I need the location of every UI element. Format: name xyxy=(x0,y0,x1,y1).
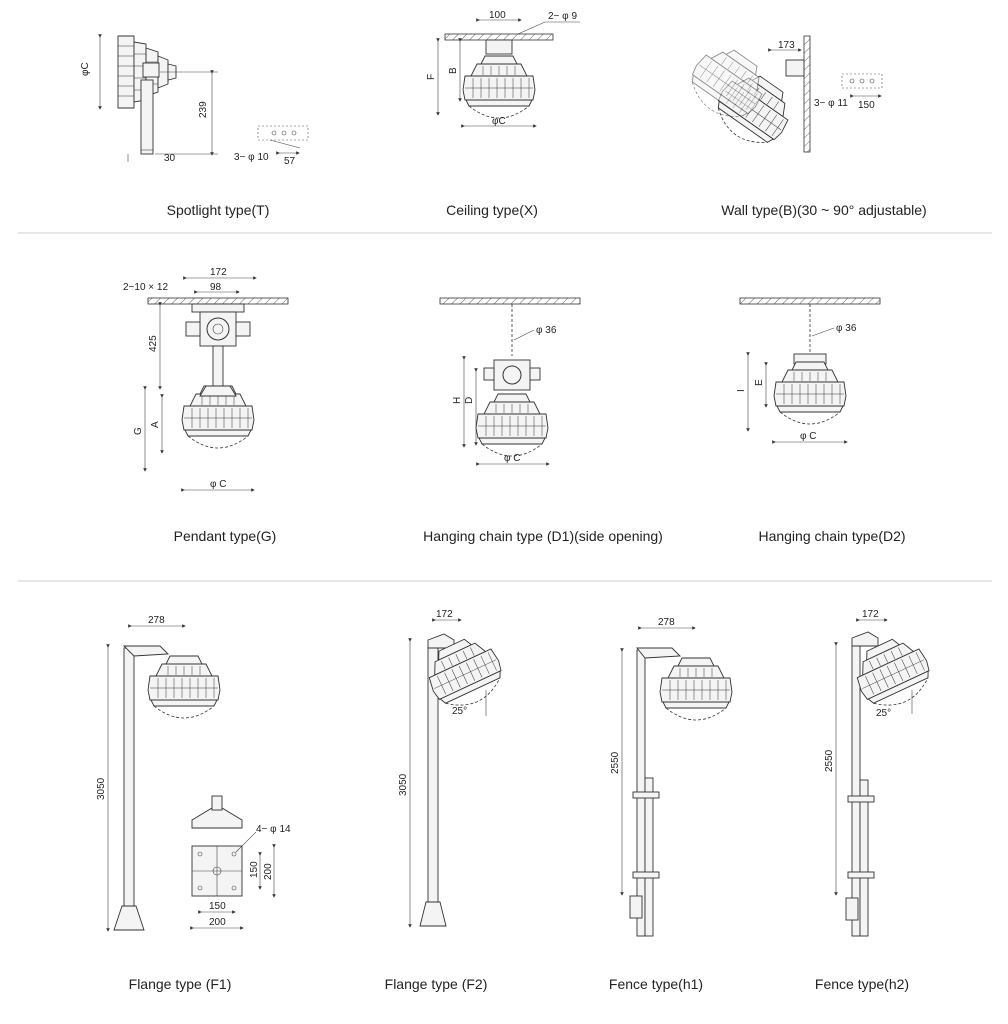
caption-flange-f1: Flange type (F1) xyxy=(129,976,232,992)
dim-phi-c: φ C xyxy=(210,479,226,490)
dim-3-phi-11: 3− φ 11 xyxy=(814,98,848,109)
dim-2550: 2550 xyxy=(824,749,835,772)
dim-100: 100 xyxy=(489,10,506,21)
dim-2-10x12: 2−10 × 12 xyxy=(123,282,168,293)
fence-h1-drawing: 278 2550 xyxy=(610,617,733,937)
dim-h: H xyxy=(452,397,463,404)
dim-278: 278 xyxy=(148,615,165,626)
hanging-chain-d1-drawing: φ 36 H D φ C xyxy=(439,297,581,466)
flange-f1-drawing: 278 3050 4− φ 14 150 200 150 200 xyxy=(96,615,291,932)
dim-phi-c: φ C xyxy=(800,431,816,442)
spotlight-type-drawing: φC 239 30 3− φ 10 57 xyxy=(80,34,309,167)
ceiling-type-drawing: 100 2− φ 9 F B φC xyxy=(426,10,580,128)
dim-i: I xyxy=(736,389,747,392)
hanging-chain-d2-drawing: φ 36 I E φ C xyxy=(736,297,881,444)
dim-172: 172 xyxy=(436,609,453,620)
caption-flange-f2: Flange type (F2) xyxy=(385,976,488,992)
dim-425: 425 xyxy=(148,335,159,352)
pendant-type-drawing: 172 2−10 × 12 98 425 G A φ C xyxy=(123,267,289,492)
caption-fence-h2: Fence type(h2) xyxy=(815,976,909,992)
dim-239: 239 xyxy=(198,101,209,118)
dim-phi-36: φ 36 xyxy=(836,323,857,334)
dim-150: 150 xyxy=(858,100,875,111)
caption-pendant-type: Pendant type(G) xyxy=(174,528,277,544)
wall-type-drawing: 173 3− φ 11 150 xyxy=(680,35,883,157)
fence-h2-drawing: 172 2550 25° xyxy=(824,609,939,937)
dim-d: D xyxy=(464,397,475,404)
dim-2-phi-9: 2− φ 9 xyxy=(548,11,577,22)
dim-3-phi-10: 3− φ 10 xyxy=(234,152,269,163)
dim-a: A xyxy=(150,421,161,428)
dim-g: G xyxy=(133,427,144,435)
dim-200-vertical: 200 xyxy=(263,863,274,880)
dim-173: 173 xyxy=(778,40,795,51)
dim-172: 172 xyxy=(210,267,227,278)
dim-30: 30 xyxy=(164,153,176,164)
caption-hanging-chain-d1: Hanging chain type (D1)(side opening) xyxy=(423,528,663,544)
dim-150-horizontal: 150 xyxy=(209,901,226,912)
caption-wall-type: Wall type(B)(30 ~ 90° adjustable) xyxy=(721,202,926,218)
dim-3050: 3050 xyxy=(398,773,409,796)
dim-b: B xyxy=(448,67,459,74)
dim-phi-36: φ 36 xyxy=(536,325,557,336)
dim-200-horizontal: 200 xyxy=(209,917,226,928)
caption-hanging-chain-d2: Hanging chain type(D2) xyxy=(758,528,905,544)
dim-2550: 2550 xyxy=(610,751,621,774)
dim-e: E xyxy=(754,379,765,386)
caption-spotlight-type: Spotlight type(T) xyxy=(167,202,270,218)
dim-3050: 3050 xyxy=(96,777,107,800)
dim-phi-c: φC xyxy=(80,62,91,76)
caption-ceiling-type: Ceiling type(X) xyxy=(446,202,538,218)
caption-fence-h1: Fence type(h1) xyxy=(609,976,703,992)
dim-57: 57 xyxy=(284,156,296,167)
dim-angle-25: 25° xyxy=(876,708,891,719)
dim-172: 172 xyxy=(862,609,879,620)
dim-f: F xyxy=(426,74,437,80)
dim-4-phi-14: 4− φ 14 xyxy=(256,824,291,835)
dim-phi-c: φC xyxy=(492,116,506,127)
dim-278: 278 xyxy=(658,617,675,628)
dim-98: 98 xyxy=(210,282,222,293)
flange-f2-drawing: 172 3050 25° xyxy=(398,609,511,928)
dim-angle-25: 25° xyxy=(452,706,467,717)
dim-phi-c: φ C xyxy=(504,453,520,464)
dim-150-vertical: 150 xyxy=(249,861,260,878)
